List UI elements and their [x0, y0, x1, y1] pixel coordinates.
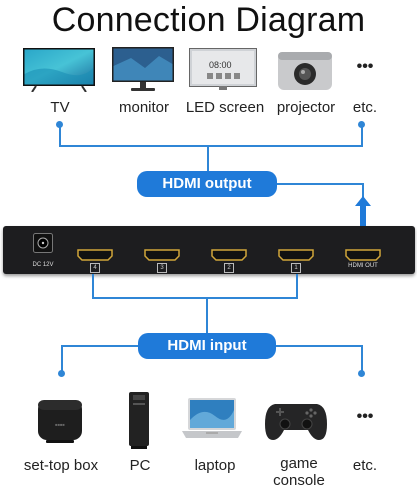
output-wire [59, 145, 363, 147]
tv-image [22, 46, 96, 93]
game-console-image [263, 396, 329, 444]
input-label-game-console: game console [273, 455, 325, 489]
output-label-tv: TV [50, 99, 70, 116]
output-wire [362, 184, 364, 200]
hdmi-port-1 [278, 248, 314, 261]
hdmi-port-2 [211, 248, 247, 261]
monitor-image [111, 46, 175, 92]
set-top-box-image: ■■■■ [36, 396, 84, 446]
output-label-etc: etc. [352, 99, 378, 116]
input-wire [361, 345, 363, 373]
input-label-set-top-box: set-top box [23, 457, 99, 474]
power-label: DC 12V [32, 262, 54, 268]
hdmi-input-pill: HDMI input [138, 333, 276, 359]
output-label-projector: projector [276, 99, 336, 116]
input-wire [61, 345, 63, 373]
svg-text:■■■■: ■■■■ [55, 422, 65, 427]
led-screen-image: 08:00 [189, 48, 257, 90]
input-wire [92, 274, 94, 298]
port-number-4: 4 [90, 263, 100, 273]
hdmi-switch-device: DC 12V 4 3 2 1 HDMI OUT [3, 226, 415, 274]
hdmi-out-label: HDMI OUT [348, 263, 378, 269]
input-wire [62, 345, 138, 347]
input-wire [296, 274, 298, 298]
hdmi-output-pill: HDMI output [137, 171, 277, 197]
output-wire [361, 124, 363, 146]
input-wire [206, 297, 208, 333]
projector-image [275, 44, 335, 94]
input-wire [92, 297, 298, 299]
diagram-title: Connection Diagram [51, 1, 366, 39]
svg-text:08:00: 08:00 [209, 60, 232, 70]
port-number-1: 1 [291, 263, 301, 273]
output-wire [59, 124, 61, 146]
laptop-image [181, 396, 243, 444]
hdmi-out-port [345, 248, 381, 261]
etc-dots-top: ••• [356, 58, 374, 75]
port-number-2: 2 [224, 263, 234, 273]
pc-image [124, 390, 154, 450]
port-number-3: 3 [157, 263, 167, 273]
output-label-led-screen: LED screen [185, 99, 265, 116]
output-label-monitor: monitor [118, 99, 170, 116]
dc-power-jack [33, 233, 53, 253]
output-wire [207, 145, 209, 171]
input-wire-dot [358, 370, 365, 377]
input-label-laptop: laptop [194, 457, 236, 474]
output-arrow-icon [355, 196, 371, 226]
output-wire [277, 183, 364, 185]
input-label-pc: PC [129, 457, 151, 474]
input-wire [276, 345, 362, 347]
etc-dots-bottom: ••• [356, 408, 374, 425]
hdmi-port-4 [77, 248, 113, 261]
input-label-etc: etc. [352, 457, 378, 474]
hdmi-port-3 [144, 248, 180, 261]
input-wire-dot [58, 370, 65, 377]
